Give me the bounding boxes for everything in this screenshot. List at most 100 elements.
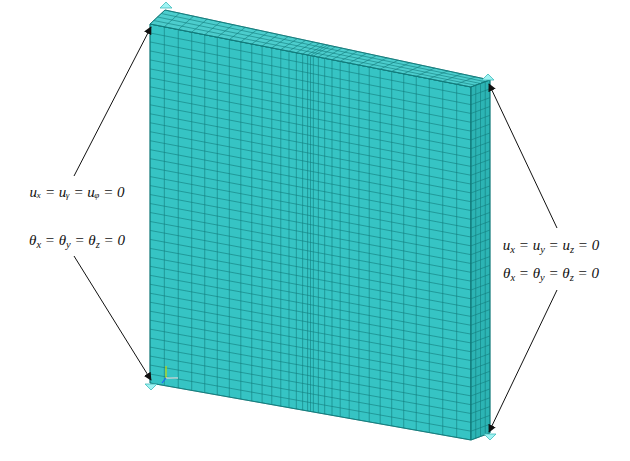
leader-arrow — [74, 256, 151, 380]
boundary-condition: θx = θy = θz = 0 — [2, 231, 152, 249]
mesh-line — [471, 380, 490, 387]
mesh-face — [150, 24, 471, 440]
boundary-condition: ux = uy = uz = 0 — [476, 236, 626, 254]
mesh-line — [150, 159, 471, 220]
mesh-line — [471, 292, 490, 299]
mesh-line — [471, 106, 490, 113]
leader-arrow — [489, 290, 557, 432]
mesh-line — [471, 142, 490, 149]
mesh-line — [471, 168, 490, 175]
mesh-line — [150, 248, 471, 307]
mesh-line — [471, 221, 490, 228]
mesh-line — [471, 177, 490, 184]
mesh-line — [471, 327, 490, 334]
mesh-line — [471, 301, 490, 308]
mesh-line — [471, 195, 490, 202]
mesh-line — [150, 239, 471, 298]
mesh-line — [471, 151, 490, 158]
mesh-line — [150, 338, 471, 396]
mesh-line — [150, 275, 471, 334]
mesh-line — [150, 204, 471, 264]
mesh-line — [150, 132, 471, 193]
mesh-line — [150, 311, 471, 369]
mesh-line — [471, 309, 490, 316]
mesh-line — [471, 230, 490, 237]
mesh-line — [471, 274, 490, 281]
mesh-line — [154, 21, 476, 86]
mesh-line — [150, 24, 471, 87]
mesh-line — [471, 115, 490, 122]
mesh-line — [150, 87, 471, 149]
mesh-line — [150, 212, 471, 272]
mesh-line — [150, 114, 471, 176]
axis-line — [162, 378, 166, 383]
mesh-line — [150, 293, 471, 352]
mesh-line — [471, 98, 490, 105]
mesh-line — [150, 24, 471, 87]
mesh-line — [471, 212, 490, 219]
mesh-line — [471, 354, 490, 361]
mesh-line — [165, 10, 490, 80]
mesh-line — [471, 248, 490, 255]
mesh-line — [150, 374, 471, 431]
mesh-line — [471, 424, 490, 431]
mesh-line — [471, 265, 490, 272]
mesh-line — [471, 345, 490, 352]
mesh-line — [471, 124, 490, 131]
mesh-line — [471, 80, 490, 87]
mesh-line — [150, 365, 471, 422]
mesh-line — [150, 51, 471, 114]
mesh-line — [150, 69, 471, 131]
mesh-face — [150, 10, 490, 87]
leader-arrow — [74, 27, 151, 176]
support-symbols — [145, 2, 496, 440]
mesh-line — [150, 383, 471, 440]
mesh-line — [150, 230, 471, 290]
mesh-line — [150, 168, 471, 229]
mesh-line — [150, 96, 471, 158]
mesh-line — [471, 398, 490, 405]
mesh-line — [471, 186, 490, 193]
mesh-line — [150, 221, 471, 281]
axis-triad — [162, 366, 178, 383]
leader-arrow — [489, 84, 557, 228]
mesh-line — [150, 141, 471, 202]
mesh-line — [471, 283, 490, 290]
mesh-line — [471, 239, 490, 246]
mesh-line — [150, 302, 471, 360]
mesh-line — [471, 204, 490, 211]
boundary-condition: uₓ = uᵧ = uᵩ = 0 — [2, 183, 152, 201]
mesh-line — [150, 266, 471, 325]
mesh-line — [471, 159, 490, 166]
mesh-line — [150, 347, 471, 405]
mesh-line — [150, 78, 471, 140]
mesh-line — [150, 257, 471, 316]
leader-lines — [74, 27, 557, 432]
mesh-line — [471, 362, 490, 369]
mesh-line — [150, 105, 471, 167]
mesh-line — [150, 123, 471, 184]
mesh-line — [471, 415, 490, 422]
mesh-line — [471, 407, 490, 414]
axis-line — [165, 366, 166, 378]
constraint-marker — [145, 2, 496, 440]
axis-line — [166, 377, 178, 378]
mesh-line — [471, 371, 490, 378]
mesh-line — [150, 320, 471, 378]
wall-panel-mesh — [150, 10, 490, 440]
boundary-condition: θx = θy = θz = 0 — [476, 264, 626, 282]
mesh-line — [150, 150, 471, 211]
mesh-line — [471, 133, 490, 140]
mesh-line — [150, 284, 471, 343]
mesh-line — [150, 356, 471, 413]
mesh-line — [150, 186, 471, 246]
mesh-line — [161, 14, 485, 82]
mesh-line — [471, 257, 490, 264]
mesh-line — [158, 17, 481, 84]
mesh-line — [471, 336, 490, 343]
mesh-line — [150, 329, 471, 387]
mesh-line — [150, 195, 471, 255]
mesh-line — [471, 318, 490, 325]
mesh-line — [471, 389, 490, 396]
